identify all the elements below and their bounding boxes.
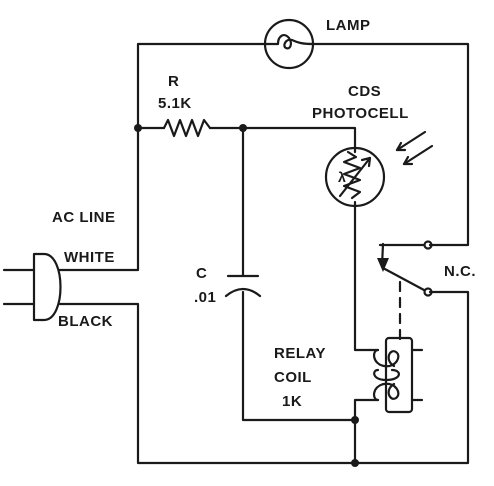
junction-node-bottom xyxy=(351,459,359,467)
label-lamp: LAMP xyxy=(326,17,371,34)
wire-black xyxy=(58,290,470,465)
wire-top-right xyxy=(311,42,470,247)
relay-coil-symbol xyxy=(372,336,414,414)
photocell-symbol xyxy=(324,146,386,208)
label-cap-value: .01 xyxy=(194,289,216,306)
junction-node-relay-mid xyxy=(351,416,359,424)
label-resistor-name: R xyxy=(168,73,179,90)
label-lambda: λ xyxy=(338,169,346,185)
wire-resistor-right xyxy=(208,126,357,150)
label-relay-line1: RELAY xyxy=(274,345,326,362)
label-photocell-line1: CDS xyxy=(348,83,381,100)
junction-node-left xyxy=(134,124,142,132)
label-cap-name: C xyxy=(196,265,207,282)
wire-relay-right xyxy=(410,348,424,402)
capacitor-symbol xyxy=(224,274,262,298)
light-arrows-icon xyxy=(395,130,434,166)
label-resistor-value: 5.1K xyxy=(158,95,192,112)
label-black: BLACK xyxy=(58,313,113,330)
label-relay-line3: 1K xyxy=(282,393,302,410)
label-ac-line: AC LINE xyxy=(52,209,116,226)
wire-relay-bottom xyxy=(353,398,380,465)
ac-plug-symbol xyxy=(2,252,62,322)
wire-top-left xyxy=(136,42,267,130)
junction-node-cap xyxy=(239,124,247,132)
wire-cap-bottom xyxy=(241,290,357,422)
label-photocell-line2: PHOTOCELL xyxy=(312,105,409,122)
label-relay-line2: COIL xyxy=(274,369,312,386)
label-nc: N.C. xyxy=(444,263,476,280)
wire-photocell-relay xyxy=(353,204,380,352)
lamp-symbol xyxy=(263,18,315,70)
wire-white xyxy=(58,126,140,272)
resistor-symbol xyxy=(162,118,212,138)
label-white: WHITE xyxy=(64,249,115,266)
relay-contact-symbol xyxy=(377,240,433,342)
